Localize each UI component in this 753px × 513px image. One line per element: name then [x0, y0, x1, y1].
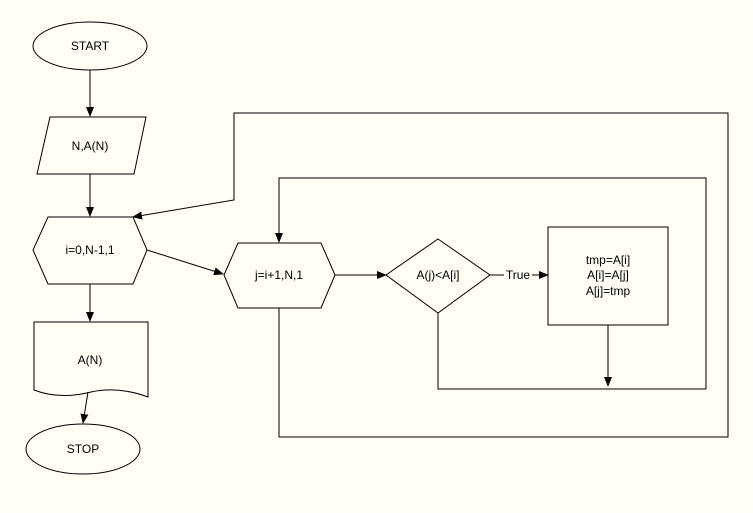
inner-loop-label: j=i+1,N,1 [254, 268, 303, 282]
swap-line-2: A[i]=A[j] [587, 268, 629, 282]
condition-label: A(j)<A[i] [416, 268, 459, 282]
output-node: A(N) [33, 321, 149, 398]
connector-inner-loop-return [275, 177, 707, 389]
start-label: START [71, 39, 110, 53]
outer-loop-node: i=0,N-1,1 [32, 216, 148, 285]
connector-output-to-stop [80, 391, 89, 424]
connector-outer-to-inner-loop [146, 249, 224, 276]
true-label-bg [504, 267, 532, 282]
stop-terminal: STOP [25, 423, 141, 475]
connector-false-branch [437, 313, 706, 390]
stop-label: STOP [67, 442, 99, 456]
output-label: A(N) [78, 353, 103, 367]
input-label: N,A(N) [72, 139, 109, 153]
swap-line-1: tmp=A[i] [586, 253, 630, 267]
condition-node: A(j)<A[i] [385, 238, 491, 314]
inner-loop-node: j=i+1,N,1 [223, 242, 336, 309]
swap-process-node: tmp=A[i] A[i]=A[j] A[j]=tmp [547, 226, 669, 326]
swap-line-3: A[j]=tmp [586, 284, 631, 298]
outer-loop-label: i=0,N-1,1 [65, 243, 114, 257]
true-label: True [506, 268, 531, 282]
connector-outer-loop-return [132, 112, 729, 438]
start-terminal: START [32, 21, 148, 71]
input-node: N,A(N) [36, 116, 147, 175]
